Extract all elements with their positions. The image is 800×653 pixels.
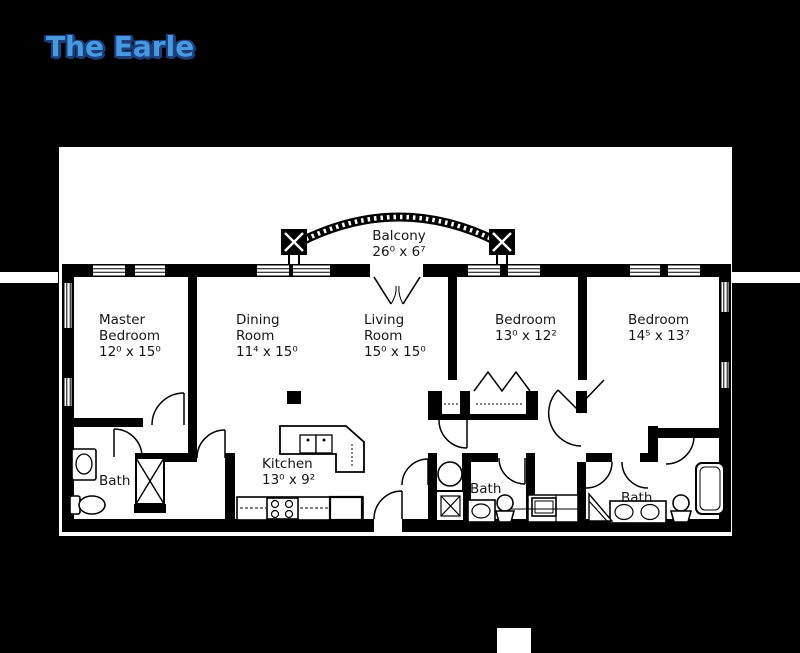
round-sink	[437, 461, 463, 487]
interior-walls	[62, 277, 719, 519]
refrigerator	[328, 495, 364, 522]
toilet-right	[672, 494, 690, 512]
windows	[64, 265, 729, 406]
stove	[266, 497, 299, 520]
right-bath-fixtures	[588, 462, 725, 524]
kitchen-fixtures	[236, 425, 365, 522]
room-label-bath-right: Bath	[621, 490, 653, 506]
kitchen-sink	[299, 434, 317, 454]
bath-left-fixtures	[69, 448, 106, 515]
corner-shelf	[588, 492, 614, 522]
page-title: The Earle	[46, 29, 195, 63]
toilet-bowl	[78, 495, 106, 515]
desk-nook	[510, 494, 579, 523]
mid-bath-fixtures	[435, 461, 516, 523]
room-label-bath-left: Bath	[99, 473, 131, 489]
bottom-white-box	[497, 628, 531, 653]
structural-column	[287, 391, 301, 404]
balcony-structure	[281, 212, 515, 305]
door-swings	[113, 370, 695, 520]
room-label-bath-middle: Bath	[470, 481, 502, 497]
closet-x	[134, 457, 166, 513]
balcony-french-doors	[373, 276, 421, 305]
plan-sheet	[58, 147, 732, 536]
